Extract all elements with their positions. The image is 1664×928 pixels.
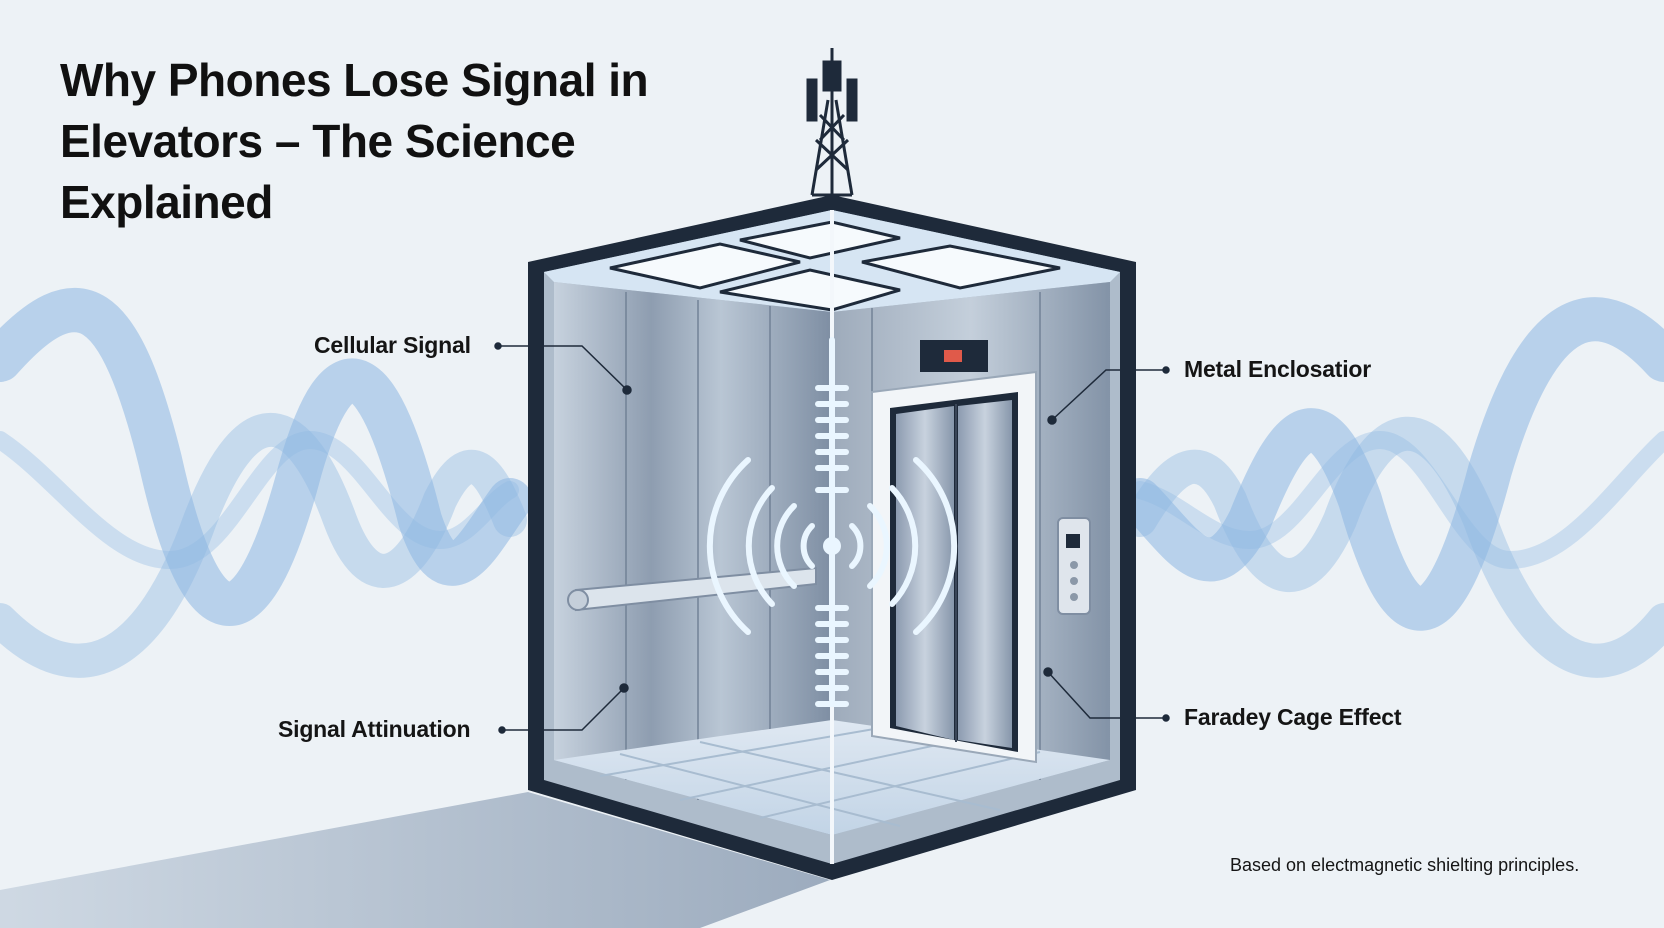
left-wall	[554, 282, 832, 835]
signal-waves-left	[0, 288, 532, 678]
ceiling-light-panels	[609, 220, 1061, 312]
signal-waves-right	[1118, 297, 1664, 678]
cell-tower-icon	[806, 48, 858, 197]
label-metal-enclosure: Metal Enclosatior	[1184, 356, 1372, 382]
page-title: Why Phones Lose Signal in Elevators – Th…	[60, 54, 649, 228]
footnote: Based on electmagnetic shielting princip…	[1230, 855, 1580, 875]
label-faraday-cage: Faradey Cage Effect	[1184, 704, 1402, 730]
button-panel	[1057, 517, 1091, 615]
leader-lines	[494, 342, 1170, 734]
signal-broadcast-icon	[706, 457, 958, 635]
label-signal-attenuation: Signal Attinuation	[278, 716, 471, 742]
floor-indicator	[920, 340, 988, 372]
label-cellular-signal: Cellular Signal	[314, 332, 471, 358]
signal-ladder-icon	[815, 337, 849, 707]
floor-shadow	[0, 792, 830, 928]
